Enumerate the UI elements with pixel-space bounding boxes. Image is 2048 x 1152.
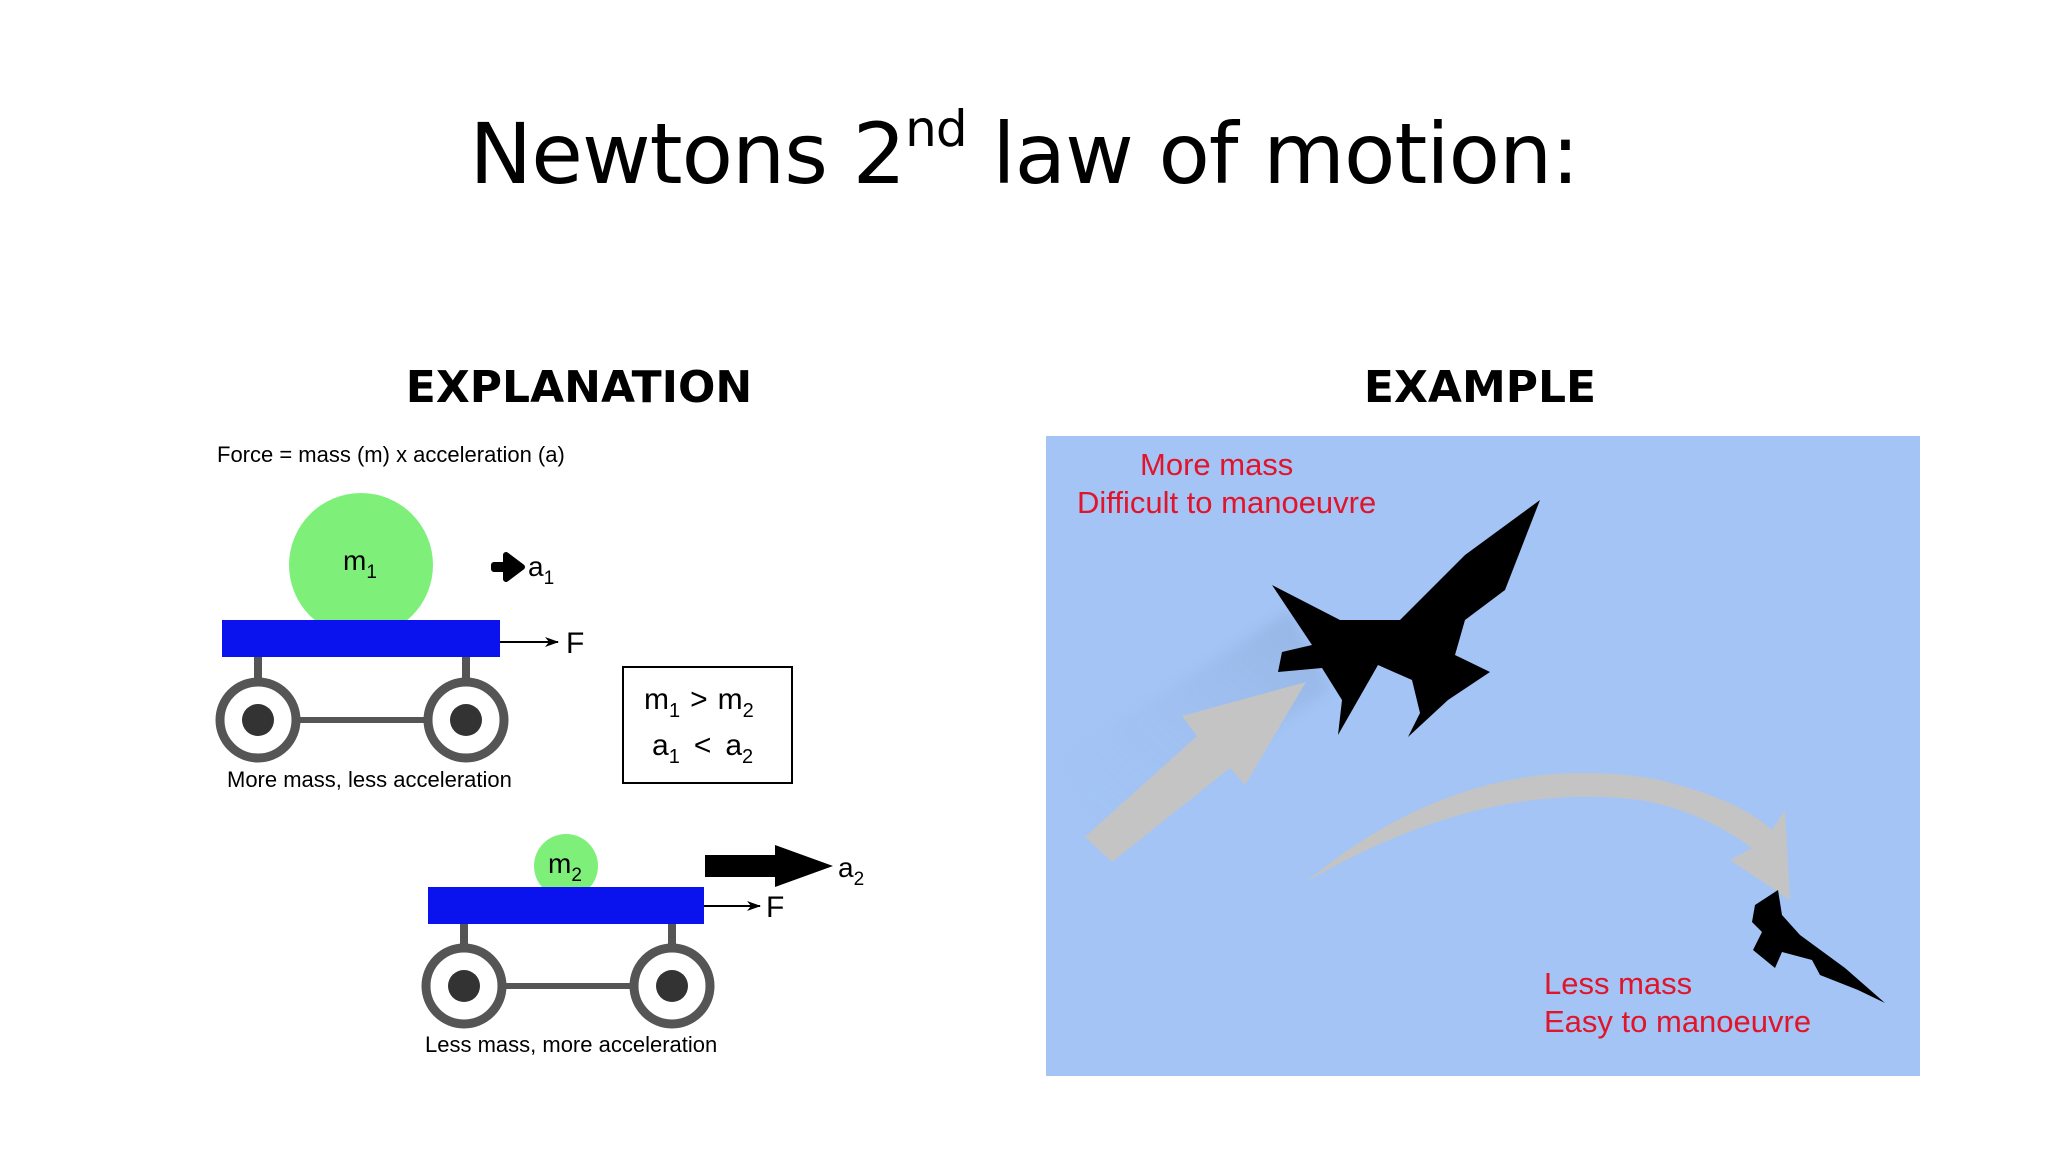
mass-ball-small [534, 834, 598, 898]
title-text-rest: law of motion: [966, 105, 1579, 203]
mass-ball-large [289, 493, 433, 637]
cart-platform-top [222, 620, 500, 657]
relation-mass: m1>m2 [644, 683, 754, 722]
cart-heavy: m1 a1 F More mass, less acceleration [215, 493, 584, 792]
curved-path-arrow [1306, 772, 1790, 900]
example-top-line2: Difficult to manoeuvre [1077, 485, 1376, 520]
acceleration-arrow-large [705, 845, 833, 887]
title-text: Newtons 2 [469, 105, 906, 203]
slide-title: Newtons 2nd law of motion: [0, 104, 2048, 196]
accel-label-a1: a1 [528, 551, 554, 589]
wheel-hub [656, 970, 688, 1002]
relation-acceleration: a1<a2 [652, 729, 753, 768]
cart-platform-bottom [428, 887, 704, 924]
explanation-diagram: Force = mass (m) x acceleration (a) m1 a… [215, 442, 864, 1057]
relation-frame [622, 666, 793, 784]
formula-text: Force = mass (m) x acceleration (a) [217, 442, 565, 467]
acceleration-arrow-small [491, 552, 525, 582]
title-superscript: nd [905, 100, 967, 158]
example-panel: More mass Difficult to manoeuvre Less ma… [1046, 436, 1920, 1076]
caption-bottom: Less mass, more acceleration [425, 1032, 717, 1057]
explanation-heading: EXPLANATION [405, 362, 753, 413]
example-bottom-line1: Less mass [1544, 966, 1692, 1001]
force-label-bottom: F [766, 891, 784, 924]
mass-label-m2: m2 [548, 848, 582, 886]
cart-light: m2 a2 F Less mass, more acceleration [421, 834, 864, 1057]
straight-path-arrow [1085, 682, 1306, 862]
wheel-hub [242, 704, 274, 736]
accel-label-a2: a2 [838, 852, 864, 890]
force-label-top: F [566, 627, 584, 660]
example-bottom-line2: Easy to manoeuvre [1544, 1004, 1811, 1039]
wheel-hub [448, 970, 480, 1002]
light-jet-icon [1752, 890, 1885, 1003]
caption-top: More mass, less acceleration [227, 767, 512, 792]
relation-box: m1>m2 a1<a2 [622, 666, 793, 784]
example-top-line1: More mass [1140, 447, 1293, 482]
heavy-jet-icon [1272, 500, 1540, 737]
wheel-hub [450, 704, 482, 736]
mass-label-m1: m1 [343, 545, 377, 583]
example-heading: EXAMPLE [1363, 362, 1597, 413]
